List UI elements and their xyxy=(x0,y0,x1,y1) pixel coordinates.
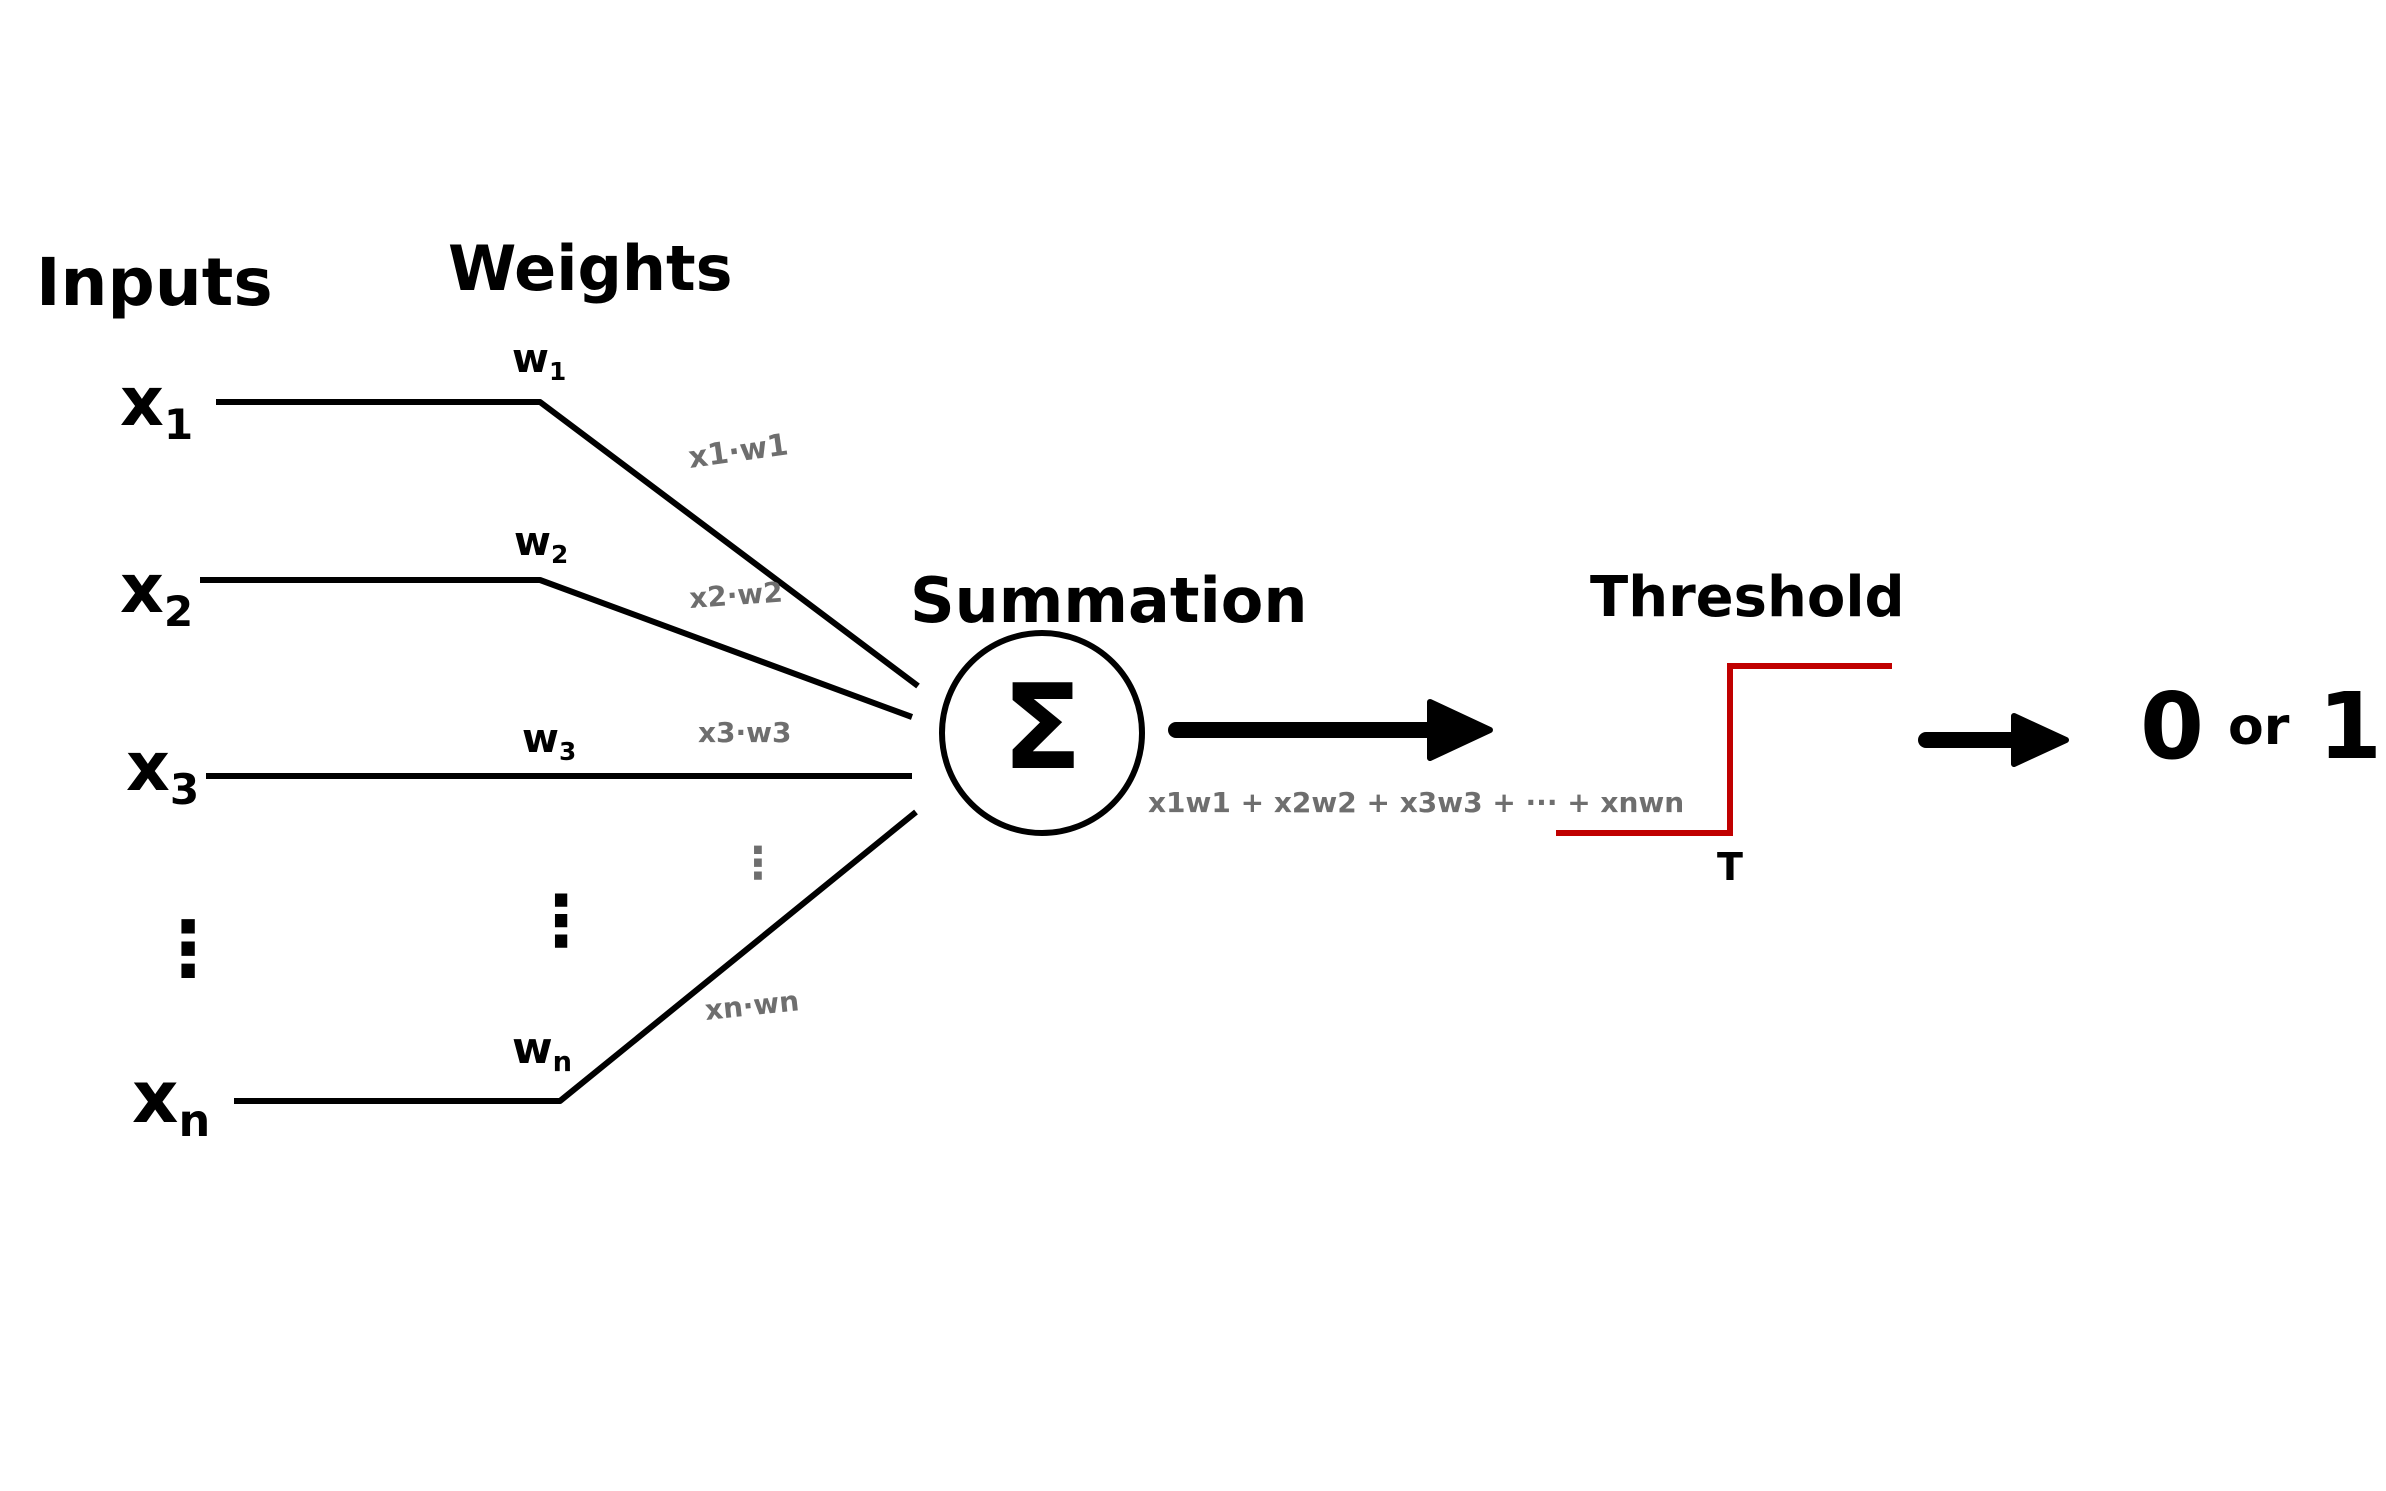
output-one: 1 xyxy=(2318,673,2382,780)
summation-node xyxy=(939,630,1145,836)
step-function xyxy=(1556,663,1892,836)
sigma-icon: Σ xyxy=(1002,658,1083,796)
summation-heading: Summation xyxy=(910,564,1307,637)
output-or: or xyxy=(2228,697,2290,757)
weight-label-w3: w3 xyxy=(522,716,576,766)
product-label-n: xn·wn xyxy=(703,984,800,1027)
weighted-sum-formula: x1w1 + x2w2 + x3w3 + ··· + xnwn xyxy=(1148,786,1684,819)
inputs-ellipsis: ⋮ xyxy=(150,904,226,993)
input-label-x2: x2 xyxy=(120,550,193,636)
product-label-3: x3·w3 xyxy=(698,716,792,749)
products-ellipsis: ⋮ xyxy=(736,838,780,889)
inputs-heading: Inputs xyxy=(36,244,273,321)
connection-x1 xyxy=(216,399,920,689)
input-label-xn: xn xyxy=(132,1055,210,1147)
weight-label-w2: w2 xyxy=(514,519,568,569)
weight-label-wn: wn xyxy=(512,1023,572,1078)
threshold-heading: Threshold xyxy=(1590,565,1905,630)
connection-xn xyxy=(234,809,918,1104)
threshold-value-label: T xyxy=(1717,845,1743,889)
output-zero: 0 xyxy=(2140,673,2204,780)
product-label-2: x2·w2 xyxy=(688,576,784,615)
weights-heading: Weights xyxy=(448,232,733,305)
sum-to-threshold-arrow-icon xyxy=(1427,699,1493,761)
threshold-to-output-arrow-icon xyxy=(2011,713,2069,767)
input-label-x1: x1 xyxy=(120,363,193,449)
connection-x2 xyxy=(200,577,914,720)
weights-ellipsis: ⋮ xyxy=(526,880,596,962)
input-label-x3: x3 xyxy=(126,728,199,814)
product-label-1: x1·w1 xyxy=(686,427,790,476)
weight-label-w1: w1 xyxy=(512,336,566,386)
